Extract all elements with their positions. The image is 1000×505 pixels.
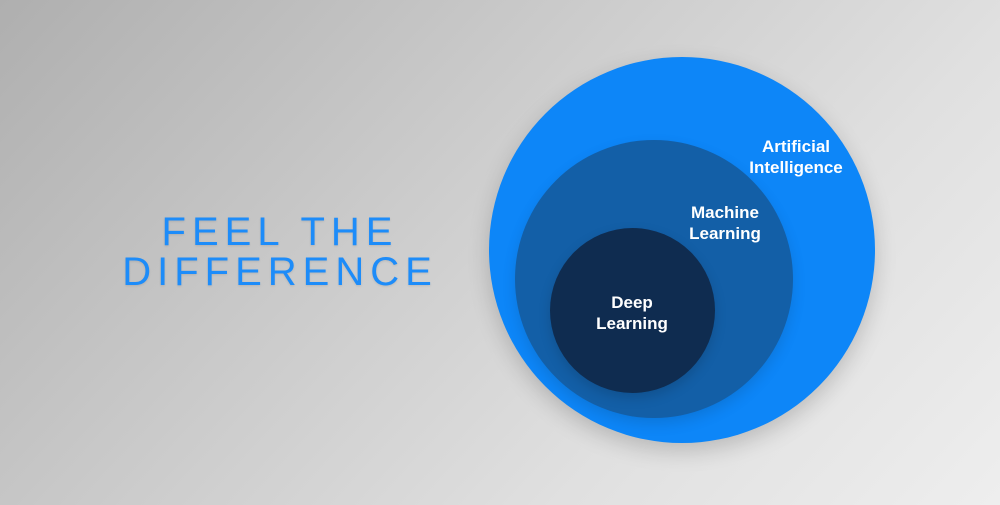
label-deep-learning-line-1: Deep <box>611 293 653 312</box>
label-deep-learning: Deep Learning <box>596 292 668 334</box>
label-artificial-intelligence: Artificial Intelligence <box>749 136 843 178</box>
page-title: FEEL THE DIFFERENCE <box>122 212 438 292</box>
title-line-2: DIFFERENCE <box>122 250 438 294</box>
label-machine-learning-line-1: Machine <box>690 203 760 222</box>
title-line-1: FEEL THE <box>161 210 399 254</box>
label-artificial-intelligence-line-1: Artificial <box>761 137 831 156</box>
label-artificial-intelligence-line-2: Intelligence <box>749 158 843 177</box>
circle-deep-learning <box>550 228 715 393</box>
label-machine-learning-line-2: Learning <box>689 224 761 243</box>
label-deep-learning-line-2: Learning <box>596 314 668 333</box>
label-machine-learning: Machine Learning <box>689 202 761 244</box>
